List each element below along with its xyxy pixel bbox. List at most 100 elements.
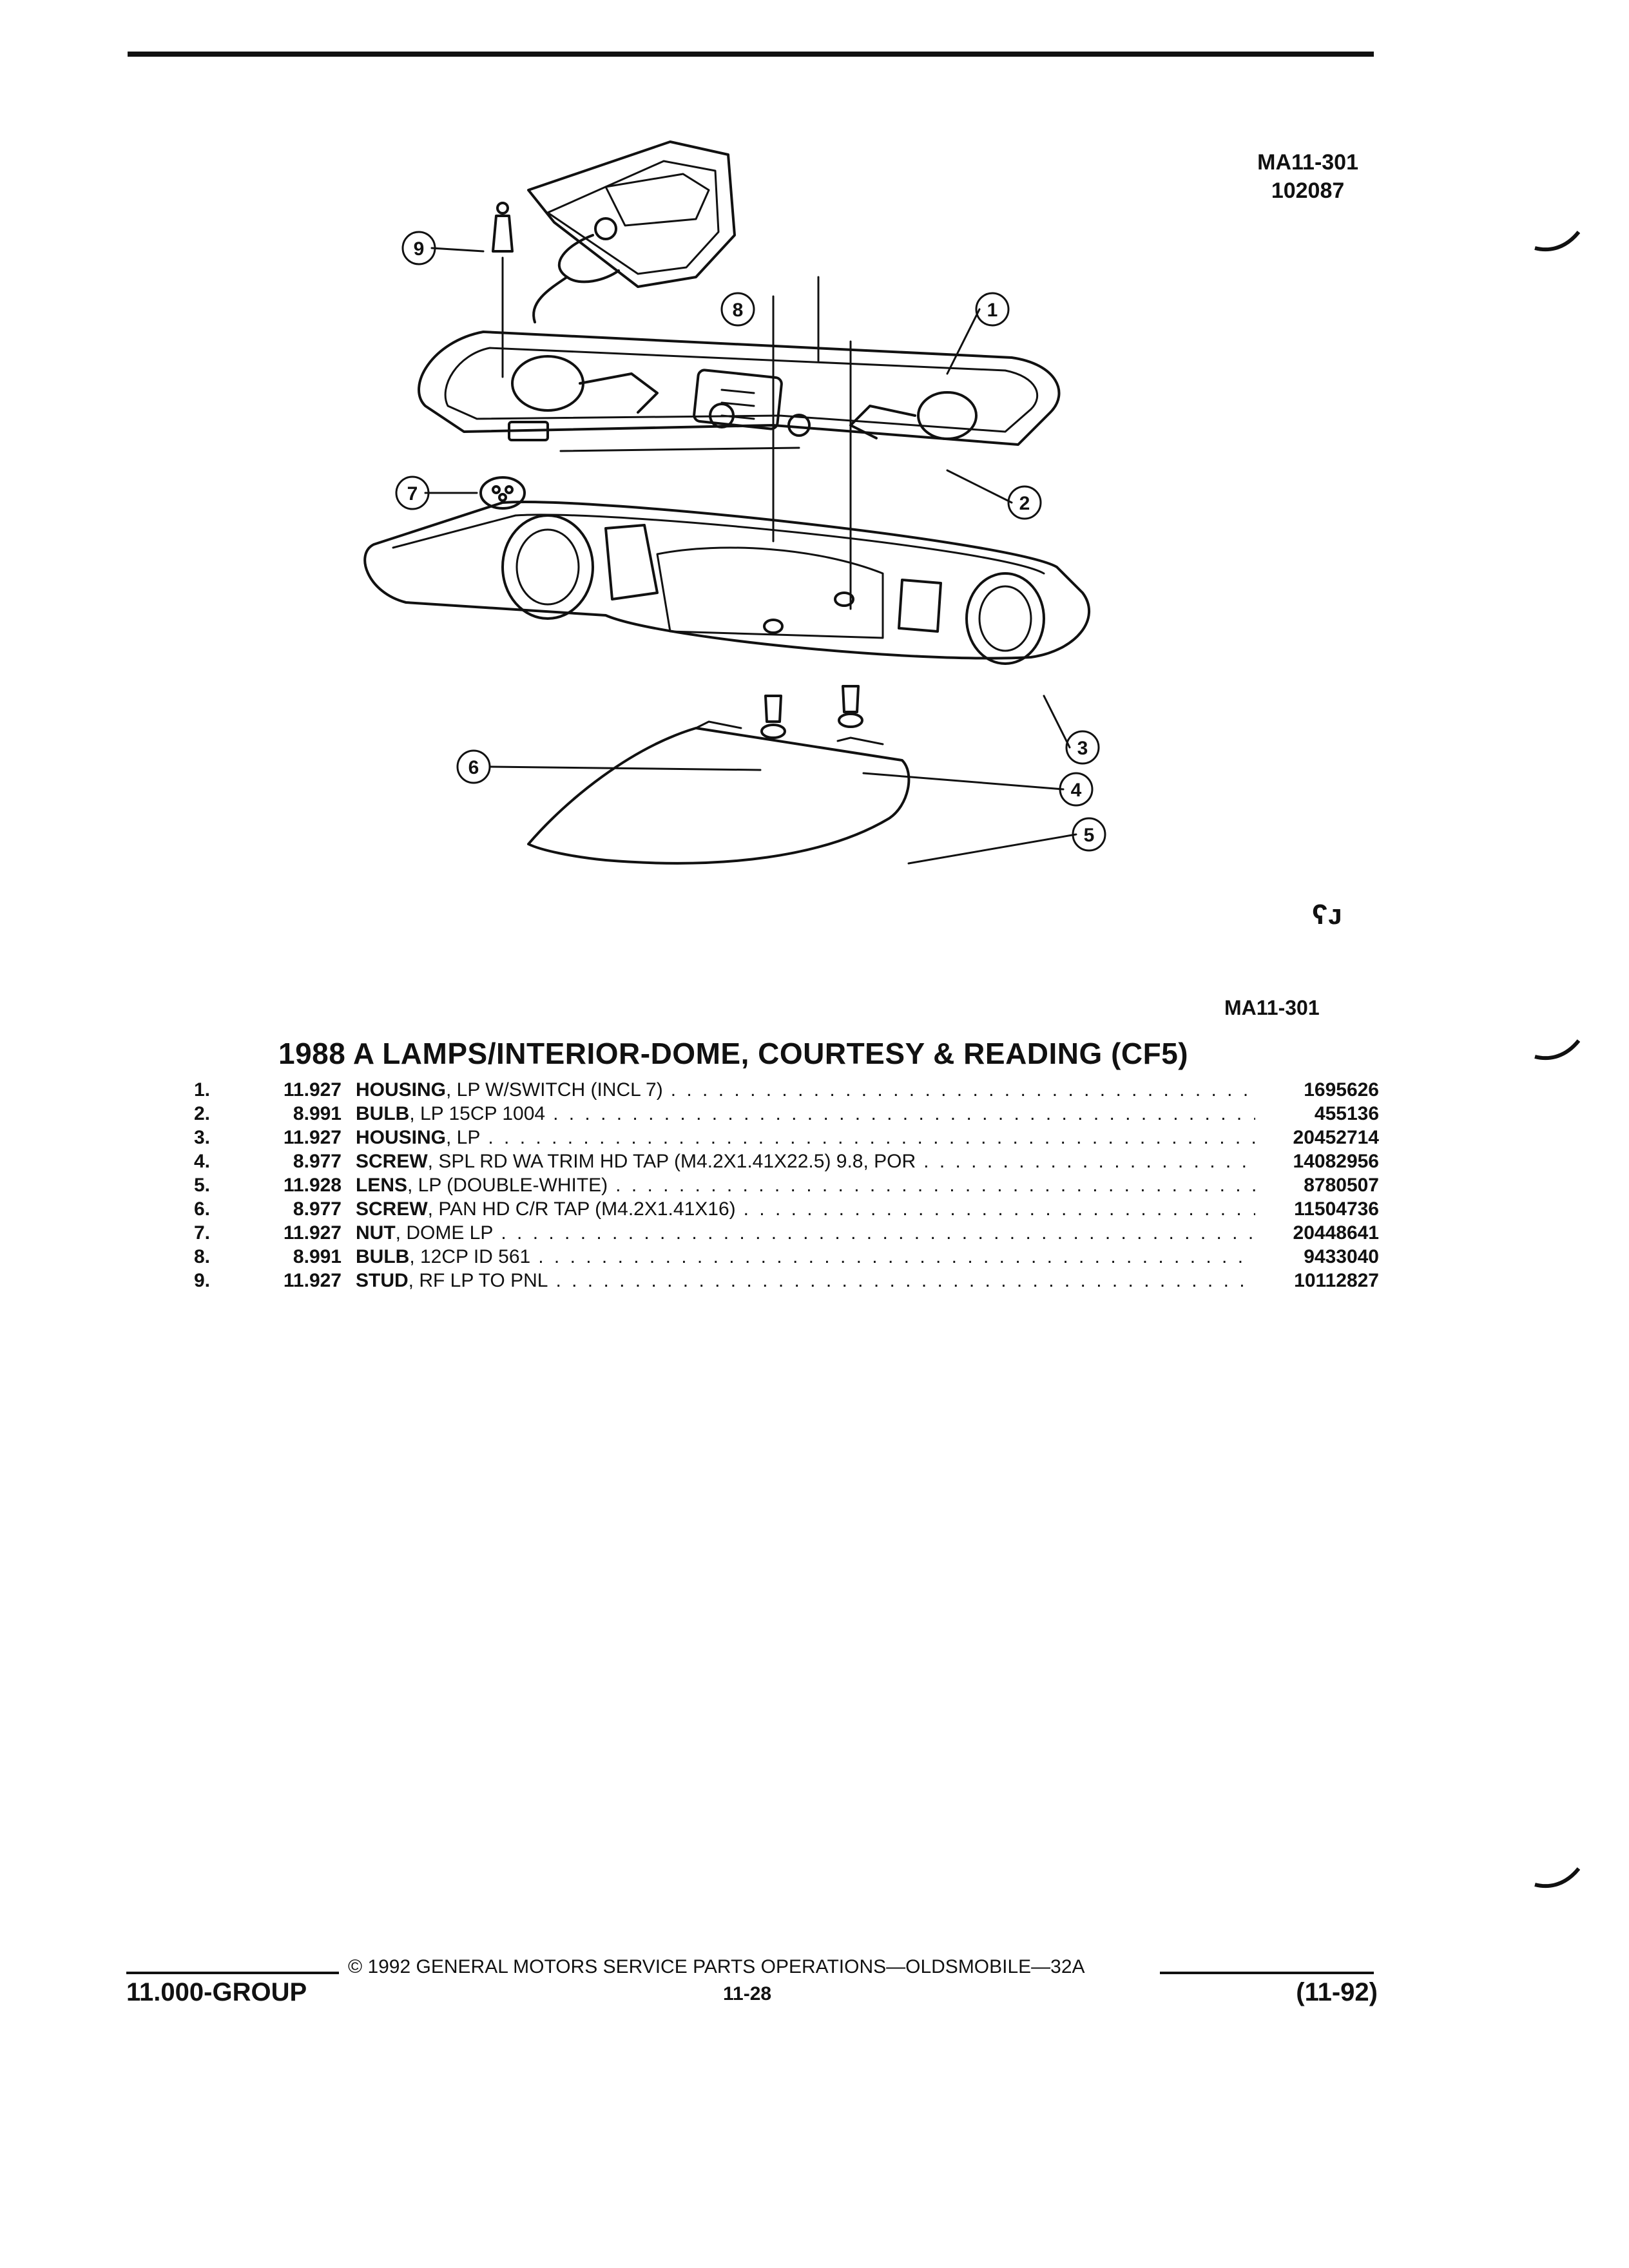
group-number: 8.991 xyxy=(293,1246,342,1267)
group-number: 11.927 xyxy=(283,1079,342,1100)
lamp-housing xyxy=(418,331,1061,452)
leader-lines xyxy=(424,247,1077,865)
part-name: HOUSING xyxy=(356,1127,447,1148)
part-detail: , PAN HD C/R TAP (M4.2X1.41X16) xyxy=(427,1198,736,1220)
callout-2: 2 xyxy=(1019,493,1030,514)
mounting-bracket xyxy=(527,140,736,323)
callout-3: 3 xyxy=(1077,738,1088,759)
footer-rule-left xyxy=(126,1972,339,1974)
lens xyxy=(527,720,911,865)
revision-date: (11-92) xyxy=(1296,1978,1378,2006)
group-number: 8.977 xyxy=(293,1151,342,1172)
part-description: BULB, LP 15CP 1004 xyxy=(356,1103,545,1125)
part-description: BULB, 12CP ID 561 xyxy=(356,1246,530,1268)
leader-dots xyxy=(744,1198,1255,1220)
binder-mark-icon xyxy=(1534,1039,1580,1061)
item-number: 1. xyxy=(193,1079,210,1100)
part-number: 8780507 xyxy=(1304,1175,1379,1196)
leader-dots xyxy=(615,1175,1255,1196)
parts-row: 5. 11.928 LENS, LP (DOUBLE-WHITE) 8780507 xyxy=(180,1175,1379,1198)
part-name: SCREW xyxy=(356,1198,428,1220)
group-number: 8.977 xyxy=(293,1198,342,1220)
callout-8: 8 xyxy=(733,300,744,321)
leader-dots xyxy=(555,1270,1255,1292)
part-name: SCREW xyxy=(356,1151,428,1172)
part-description: HOUSING, LP xyxy=(356,1127,480,1149)
callout-6: 6 xyxy=(468,757,479,778)
copyright-notice: © 1992 GENERAL MOTORS SERVICE PARTS OPER… xyxy=(348,1956,1085,1977)
part-number: 455136 xyxy=(1314,1103,1379,1124)
binder-mark-icon xyxy=(1534,1867,1580,1888)
part-description: STUD, RF LP TO PNL xyxy=(356,1270,548,1292)
part-description: NUT, DOME LP xyxy=(356,1222,493,1244)
exploded-parts-diagram: 9 1 2 7 3 4 5 6 8 xyxy=(363,140,1106,865)
part-number: 10112827 xyxy=(1294,1270,1379,1291)
leader-dots xyxy=(538,1246,1255,1268)
part-number: 20448641 xyxy=(1293,1222,1379,1244)
fasteners xyxy=(479,202,863,739)
leader-dots xyxy=(488,1127,1255,1149)
item-number: 3. xyxy=(193,1127,210,1148)
part-detail: , LP xyxy=(446,1127,481,1148)
parts-row: 6. 8.977 SCREW, PAN HD C/R TAP (M4.2X1.41X… xyxy=(180,1198,1379,1222)
leader-dots xyxy=(501,1222,1255,1244)
part-number: 20452714 xyxy=(1293,1127,1379,1148)
callout-circles xyxy=(395,231,1106,852)
parts-row: 4. 8.977 SCREW, SPL RD WA TRIM HD TAP (M4.… xyxy=(180,1151,1379,1175)
callout-1: 1 xyxy=(987,300,998,321)
callout-7: 7 xyxy=(407,483,418,505)
part-description: HOUSING, LP W/SWITCH (INCL 7) xyxy=(356,1079,663,1101)
part-name: BULB xyxy=(356,1103,410,1124)
lens-housing xyxy=(363,501,1091,665)
item-number: 4. xyxy=(193,1151,210,1172)
part-detail: , SPL RD WA TRIM HD TAP (M4.2X1.41X22.5)… xyxy=(427,1151,916,1172)
part-number: 14082956 xyxy=(1293,1151,1379,1172)
part-detail: , 12CP ID 561 xyxy=(409,1246,531,1267)
part-detail: , LP 15CP 1004 xyxy=(409,1103,546,1124)
group-label: 11.000-GROUP xyxy=(126,1978,307,2006)
figure-id-bottom: MA11-301 xyxy=(1224,996,1320,1019)
part-name: NUT xyxy=(356,1222,396,1244)
figure-id: MA11-301 xyxy=(1257,150,1358,175)
item-number: 7. xyxy=(193,1222,210,1244)
part-description: SCREW, PAN HD C/R TAP (M4.2X1.41X16) xyxy=(356,1198,736,1220)
part-detail: , LP (DOUBLE-WHITE) xyxy=(407,1175,608,1196)
part-number: 11504736 xyxy=(1294,1198,1379,1220)
part-detail: , LP W/SWITCH (INCL 7) xyxy=(446,1079,663,1100)
parts-row: 2. 8.991 BULB, LP 15CP 1004 455136 xyxy=(180,1103,1379,1127)
figure-date-code: 102087 xyxy=(1271,178,1345,203)
part-number: 9433040 xyxy=(1304,1246,1379,1267)
binder-mark-icon xyxy=(1534,231,1580,252)
part-name: BULB xyxy=(356,1246,410,1267)
footer-rule-right xyxy=(1160,1972,1374,1974)
group-number: 11.928 xyxy=(283,1175,342,1196)
group-number: 8.991 xyxy=(293,1103,342,1124)
part-name: STUD xyxy=(356,1270,409,1291)
part-number: 1695626 xyxy=(1304,1079,1379,1100)
callout-5: 5 xyxy=(1084,825,1095,846)
group-number: 11.927 xyxy=(283,1127,342,1148)
item-number: 6. xyxy=(193,1198,210,1220)
parts-row: 7. 11.927 NUT, DOME LP 20448641 xyxy=(180,1222,1379,1246)
figure-mark: ʕᴊ xyxy=(1312,899,1342,930)
leader-dots xyxy=(923,1151,1255,1173)
part-name: LENS xyxy=(356,1175,408,1196)
item-number: 5. xyxy=(193,1175,210,1196)
item-number: 9. xyxy=(193,1270,210,1291)
leader-dots xyxy=(553,1103,1255,1125)
part-detail: , RF LP TO PNL xyxy=(408,1270,548,1291)
header-rule xyxy=(128,52,1374,57)
part-name: HOUSING xyxy=(356,1079,447,1100)
section-title: 1988 A LAMPS/INTERIOR-DOME, COURTESY & R… xyxy=(278,1037,1189,1070)
item-number: 2. xyxy=(193,1103,210,1124)
callout-9: 9 xyxy=(414,238,425,260)
leader-dots xyxy=(671,1079,1255,1101)
parts-row: 1. 11.927 HOUSING, LP W/SWITCH (INCL 7) 169… xyxy=(180,1079,1379,1103)
part-detail: , DOME LP xyxy=(395,1222,494,1244)
page-number: 11-28 xyxy=(723,1983,772,2004)
callout-4: 4 xyxy=(1071,780,1082,801)
group-number: 11.927 xyxy=(283,1222,342,1244)
